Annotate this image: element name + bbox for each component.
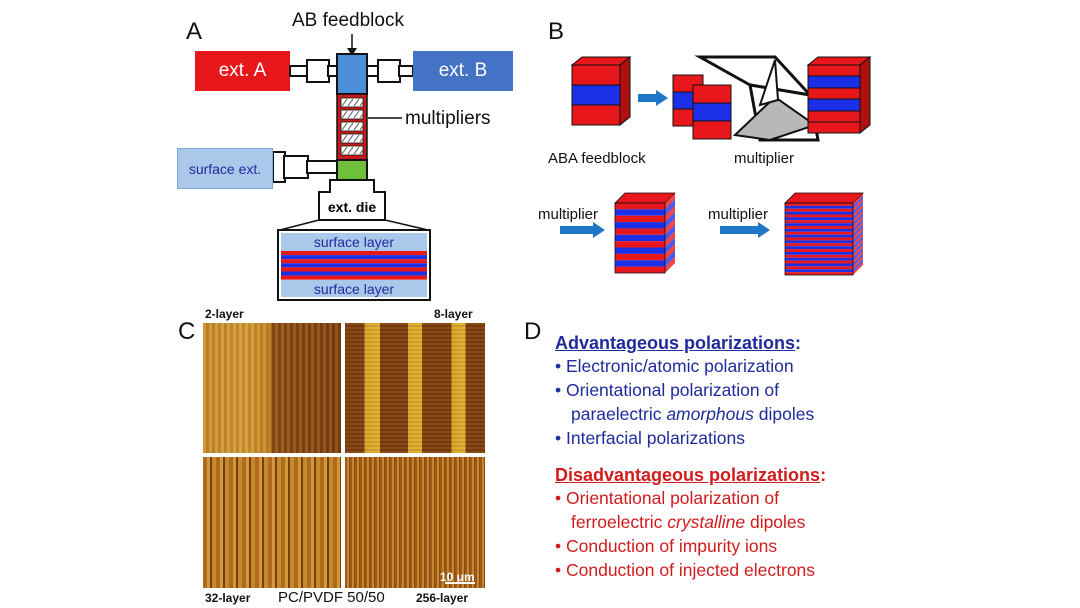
scale-bar-label: 10 μm xyxy=(440,570,475,584)
label-32-layer: 32-layer xyxy=(205,591,251,605)
feedblock-box xyxy=(336,53,368,95)
adv-item-2-cont: paraelectric amorphous dipoles xyxy=(571,404,815,424)
label-256-layer: 256-layer xyxy=(416,591,469,605)
surface-ext-box: surface ext. xyxy=(177,148,273,189)
disadvantageous-list: Disadvantageous polarizations: • Orienta… xyxy=(555,465,826,582)
aba-feedblock-caption: ABA feedblock xyxy=(548,150,646,167)
multilayer-schematic xyxy=(560,55,872,276)
ab-feedblock-label: AB feedblock xyxy=(292,10,404,31)
ext-b-label: ext. B xyxy=(438,60,488,81)
ext-b-box xyxy=(413,51,513,91)
surface-layer-bottom: surface layer xyxy=(313,280,395,297)
label-8-layer: 8-layer xyxy=(434,307,473,321)
ext-die-label: ext. die xyxy=(327,199,377,215)
micrograph-8-layer xyxy=(345,323,485,453)
arrow-label-1: multiplier xyxy=(538,206,599,223)
mixing-block xyxy=(336,159,368,181)
multipliers-label: multipliers xyxy=(405,108,491,129)
ext-a-box xyxy=(195,51,290,91)
adv-item-2: • Orientational polarization of xyxy=(555,380,780,400)
surface-layer-top: surface layer xyxy=(313,234,395,250)
advantageous-title: Advantageous polarizations xyxy=(555,333,796,353)
advantageous-colon: : xyxy=(795,333,802,353)
dis-item-1: • Orientational polarization of xyxy=(555,488,780,508)
ext-a-label: ext. A xyxy=(218,60,267,81)
split-blocks xyxy=(672,74,732,140)
micrograph-256-layer xyxy=(345,457,485,588)
panel-c-letter: C xyxy=(178,318,196,345)
dis-item-3: • Conduction of injected electrons xyxy=(555,560,816,580)
panel-b-letter: B xyxy=(548,18,565,45)
panel-a-letter: A xyxy=(186,18,203,45)
multiplier-caption: multiplier xyxy=(734,150,795,167)
adv-item-3: • Interfacial polarizations xyxy=(555,428,745,448)
disadvantageous-title: Disadvantageous polarizations xyxy=(555,465,821,485)
dis-item-2: • Conduction of impurity ions xyxy=(555,536,778,556)
label-2-layer: 2-layer xyxy=(205,307,244,321)
extrusion-schematic xyxy=(195,34,513,301)
arrow-label-2: multiplier xyxy=(708,206,769,223)
panel-d-letter: D xyxy=(524,318,542,345)
micrograph-32-layer xyxy=(203,457,341,588)
dis-item-1-cont: ferroelectric crystalline dipoles xyxy=(571,512,806,532)
scale-bar xyxy=(445,582,475,584)
panel-c-caption: PC/PVDF 50/50 xyxy=(278,589,385,606)
disadvantageous-colon: : xyxy=(820,465,827,485)
micrograph-2-layer xyxy=(203,323,341,453)
adv-item-1: • Electronic/atomic polarization xyxy=(555,356,794,376)
advantageous-list: Advantageous polarizations: • Electronic… xyxy=(555,333,814,450)
